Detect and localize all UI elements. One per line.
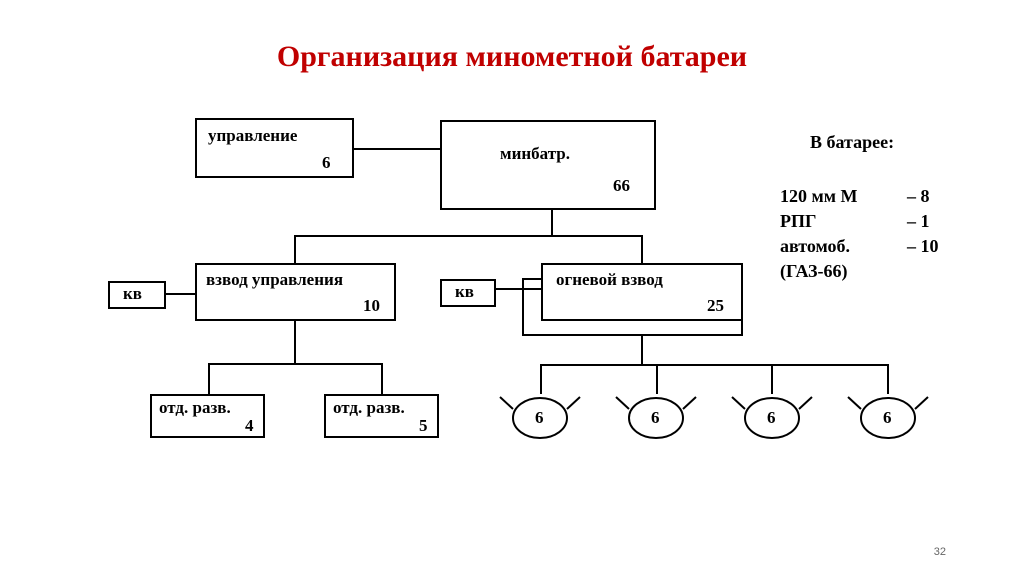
minbat-label: минбатр. (500, 144, 570, 163)
control-platoon-count: 10 (363, 296, 380, 315)
connector (540, 364, 889, 366)
info-row-value: – 10 (907, 236, 939, 256)
crew-ellipse-2 (628, 397, 684, 439)
management-box (195, 118, 354, 178)
info-heading: В батарее: (810, 132, 895, 152)
crew-1-count: 6 (535, 408, 544, 427)
info-row-item: 120 мм М (780, 186, 858, 206)
connector (353, 148, 441, 150)
connector (165, 293, 196, 295)
connector (294, 235, 643, 237)
kv-right-label: кв (455, 282, 474, 301)
crew-3-count: 6 (767, 408, 776, 427)
connector (656, 364, 658, 394)
control-platoon-box (195, 263, 396, 321)
recon-squad-2-label: отд. разв. (333, 398, 405, 417)
info-row-value: – 1 (907, 211, 930, 231)
recon-squad-2-box (324, 394, 439, 438)
fire-platoon-count: 25 (707, 296, 724, 315)
fire-platoon-label: огневой взвод (556, 270, 663, 289)
info-row-item: (ГАЗ-66) (780, 261, 848, 281)
connector (887, 364, 889, 394)
fire-platoon-box (541, 263, 743, 321)
crew-arm (615, 396, 630, 410)
crew-2-count: 6 (651, 408, 660, 427)
crew-arm (566, 396, 581, 410)
connector (641, 336, 643, 365)
kv-right-box (440, 279, 496, 307)
kv-left-box (108, 281, 166, 309)
crew-arm (499, 396, 514, 410)
kv-left-label: кв (123, 284, 142, 303)
recon-squad-1-count: 4 (245, 416, 254, 435)
crew-arm (914, 396, 929, 410)
connector (294, 320, 296, 364)
connector (495, 288, 542, 290)
page-number: 32 (933, 546, 946, 558)
connector (771, 364, 773, 394)
info-row-value: – 8 (907, 186, 930, 206)
management-label: управление (208, 126, 298, 145)
management-count: 6 (322, 153, 331, 172)
crew-arm (682, 396, 697, 410)
crew-4-count: 6 (883, 408, 892, 427)
connector (294, 235, 296, 264)
connector (381, 363, 383, 395)
recon-squad-1-box (150, 394, 265, 438)
crew-arm (798, 396, 813, 410)
crew-ellipse-1 (512, 397, 568, 439)
crew-ellipse-4 (860, 397, 916, 439)
connector (641, 235, 643, 264)
crew-ellipse-3 (744, 397, 800, 439)
control-platoon-label: взвод управления (206, 270, 344, 289)
connector (208, 363, 383, 365)
minbat-count: 66 (613, 176, 630, 195)
minbat-box (440, 120, 656, 210)
crew-arm (847, 396, 862, 410)
recon-squad-2-count: 5 (419, 416, 428, 435)
slide-title: Организация минометной батареи (276, 40, 748, 73)
crew-arm (731, 396, 746, 410)
info-row-item: РПГ (780, 211, 817, 231)
recon-squad-1-label: отд. разв. (159, 398, 231, 417)
connector (208, 363, 210, 395)
connector (551, 209, 553, 236)
connector (540, 364, 542, 394)
info-row-item: автомоб. (780, 236, 851, 256)
